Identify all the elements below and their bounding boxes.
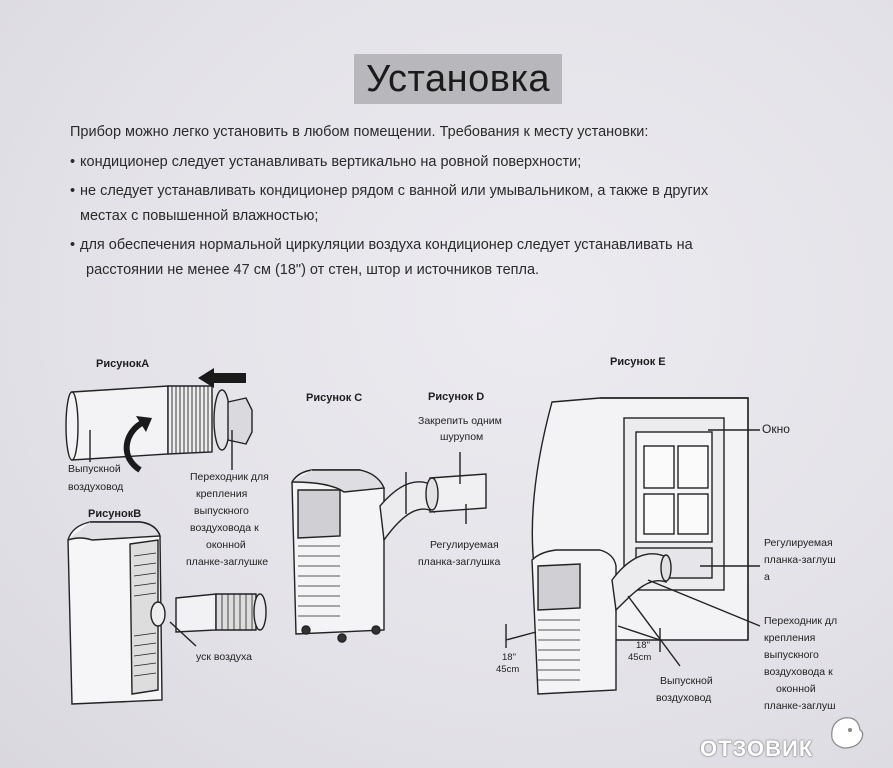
figure-e-dim-left-2: 45cm (496, 664, 520, 675)
figure-e-adapter-label-3: выпускного (764, 649, 819, 661)
figure-d-screw-label-1: Закрепить одним (418, 415, 502, 427)
bullet-2-line-2: местах с повышенной влажностью; (80, 208, 319, 224)
figure-d-panel-label-2: планка-заглушка (418, 556, 501, 568)
figure-e-caption: Рисунок Е (610, 356, 666, 368)
figure-e-panel-label-3: а (764, 571, 770, 583)
figure-a-hose-label-2: воздуховод (68, 481, 124, 493)
figure-e-dim-left-1: 18" (502, 652, 516, 663)
figure-a-adapter-label-6: планке-заглушке (186, 556, 269, 568)
figure-a-adapter-label-5: оконной (206, 539, 246, 551)
figure-a-adapter-label-4: воздуховода к (190, 522, 259, 534)
bullet-2-line-1: не следует устанавливать кондиционер ряд… (70, 183, 708, 199)
figure-d-screw-label-2: шурупом (440, 431, 484, 443)
figure-d-panel-label-1: Регулируемая (430, 539, 499, 551)
figure-e-panel-label-2: планка-заглуш (764, 554, 836, 566)
figure-e-adapter-label-1: Переходник дл (764, 615, 838, 627)
figure-e-window-label: Окно (762, 422, 790, 436)
figure-e-panel-label-1: Регулируемая (764, 537, 833, 549)
figure-e-hose-label-1: Выпускной (660, 675, 713, 687)
figure-e-adapter-label-4: воздуховода к (764, 666, 833, 678)
bullet-3-line-2: расстоянии не менее 47 см (18") от стен,… (86, 262, 540, 278)
watermark-mascot-icon (831, 717, 864, 749)
figure-b-label: уск воздуха (196, 651, 253, 663)
figure-e-adapter-label-6: планке-заглуш (764, 700, 836, 712)
section-title: Установка (365, 57, 551, 100)
figure-a-adapter-label-1: Переходник для (190, 471, 269, 483)
figure-a-adapter-label-2: крепления (196, 488, 248, 500)
figure-e-dim-right-1: 18" (636, 640, 650, 651)
figure-c-caption: Рисунок С (306, 392, 363, 404)
figure-a-adapter-label-3: выпускного (194, 505, 249, 517)
bullet-3-line-1: для обеспечения нормальной циркуляции во… (70, 237, 693, 253)
section-title-box: Установка (354, 54, 562, 104)
figure-e-hose-label-2: воздуховод (656, 692, 712, 704)
intro-text: Прибор можно легко установить в любом по… (70, 124, 649, 140)
figure-e-adapter-label-5: оконной (776, 683, 816, 695)
watermark-text: ОТЗОВИК (700, 736, 814, 761)
figure-a-hose-label-1: Выпускной (68, 463, 121, 475)
figure-e-dim-right-2: 45cm (628, 652, 652, 663)
figure-a-caption: РисунокА (96, 358, 150, 370)
bullet-1-line-1: кондиционер следует устанавливать вертик… (70, 154, 581, 170)
figure-b-caption: РисунокВ (88, 508, 142, 520)
figure-d-caption: Рисунок D (428, 391, 485, 403)
figure-e-adapter-label-2: крепления (764, 632, 816, 644)
